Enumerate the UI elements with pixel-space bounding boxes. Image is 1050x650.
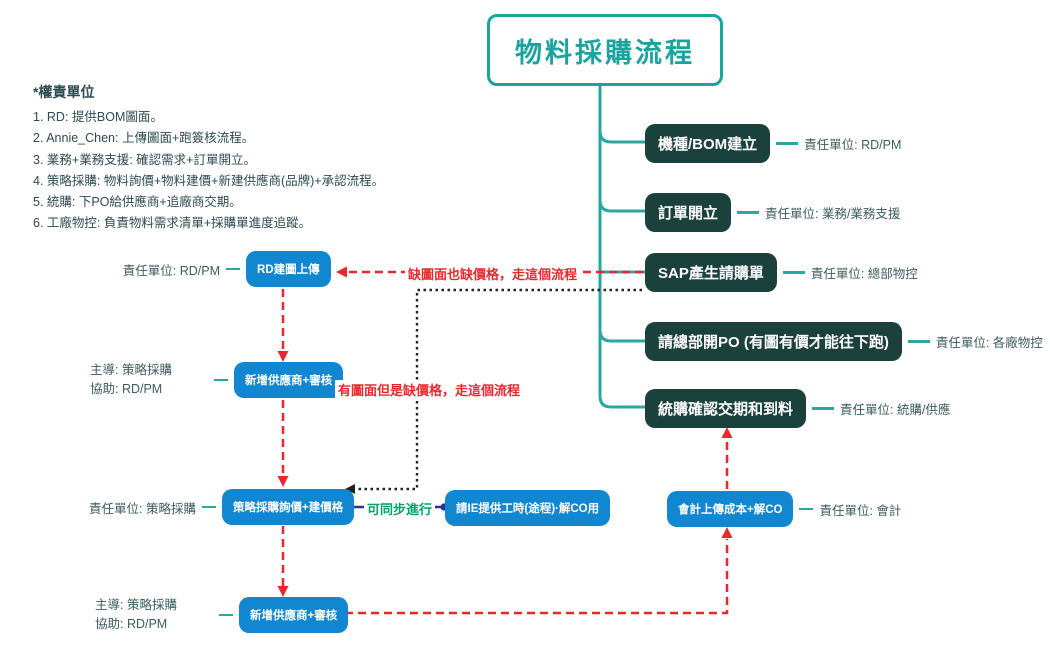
black-arrowhead-left: [345, 484, 355, 494]
red-arrowhead-up-1: [721, 527, 733, 538]
legend-heading: *權責單位: [33, 84, 95, 100]
red-arrowhead-down-3: [277, 586, 289, 597]
label-connector-line: [776, 142, 799, 145]
flow-node-add-supplier-1: 主導: 策略採購 協助: RD/PM 新增供應商+審核: [90, 361, 344, 399]
flow-node-order: 訂單開立 責任單位: 業務/業務支援: [645, 193, 900, 232]
flow-node-po: 請總部開PO (有圖有價才能往下跑) 責任單位: 各廠物控: [645, 322, 1043, 361]
flow-node-bom-label: 機種/BOM建立: [645, 124, 771, 163]
owner-label: 責任單位: RD/PM: [804, 138, 902, 152]
owner-label: 責任單位: 會計: [819, 503, 902, 518]
owner-label-line2: 協助: RD/PM: [90, 382, 163, 396]
label-connector-line: [214, 378, 228, 382]
label-connector-line: [812, 407, 835, 410]
owner-label: 責任單位: RD/PM: [122, 263, 220, 278]
flow-node-sourcing-price: 責任單位: 策略採購 策略採購詢價+建價格: [84, 489, 355, 525]
owner-label: 責任單位: 策略採購: [89, 501, 196, 516]
annotation-no-drawing-no-price: 缺圖面也缺價格，走這個流程: [405, 264, 581, 283]
legend-item: 3. 業務+業務支援: 確認需求+訂單開立。: [33, 152, 256, 167]
label-connector-line: [799, 507, 814, 511]
diagram-title-box: 物料採購流程: [487, 14, 723, 86]
owner-label: 責任單位: 各廠物控: [935, 336, 1043, 350]
flow-node-add-supplier-2: 主導: 策略採購 協助: RD/PM 新增供應商+審核: [95, 596, 349, 634]
spine-line: [598, 81, 649, 409]
owner-label-line1: 主導: 策略採購: [90, 363, 172, 377]
flow-node-sap-label: SAP產生請購單: [645, 253, 777, 292]
flow-node-delivery-label: 統購確認交期和到料: [645, 389, 807, 428]
owner-label-line2: 協助: RD/PM: [95, 617, 168, 631]
owner-label: 責任單位: 業務/業務支援: [765, 207, 901, 221]
flow-node-order-label: 訂單開立: [645, 193, 732, 232]
label-connector-line: [219, 613, 233, 617]
label-connector-line: [226, 267, 240, 271]
red-arrowhead-down-1: [277, 351, 289, 362]
flow-node-rd-upload-label: RD建圖上傳: [246, 251, 331, 287]
label-connector-line: [202, 505, 216, 509]
red-arrowhead-left: [336, 266, 347, 278]
label-connector-line: [782, 271, 805, 274]
owner-label: 主導: 策略採購 協助: RD/PM: [95, 596, 213, 634]
flow-node-sourcing-price-label: 策略採購詢價+建價格: [222, 489, 355, 525]
owner-label: 責任單位: 統購/供應: [840, 403, 951, 417]
legend-item: 1. RD: 提供BOM圖面。: [33, 110, 163, 124]
legend-item: 4. 策略採購: 物料詢價+物料建價+新建供應商(品牌)+承認流程。: [33, 173, 385, 188]
annotation-parallel: 可同步進行: [364, 499, 436, 518]
annotation-drawing-no-price: 有圖面但是缺價格，走這個流程: [335, 380, 524, 399]
owner-label-line1: 主導: 策略採購: [95, 598, 177, 612]
legend-item: 2. Annie_Chen: 上傳圖面+跑簽核流程。: [33, 131, 255, 146]
flow-node-ie-hours: 請IE提供工時(途程)·解CO用: [445, 490, 611, 526]
flow-node-rd-upload: 責任單位: RD/PM RD建圖上傳: [108, 251, 331, 287]
flow-node-accounting-label: 會計上傳成本+解CO: [667, 491, 794, 527]
flow-node-delivery: 統購確認交期和到料 責任單位: 統購/供應: [645, 389, 950, 428]
flow-node-ie-hours-label: 請IE提供工時(途程)·解CO用: [445, 490, 611, 526]
branch-bom: [598, 129, 649, 144]
diagram-title: 物料採購流程: [515, 37, 695, 68]
red-arrowhead-down-2: [277, 476, 289, 487]
flow-node-po-label: 請總部開PO (有圖有價才能往下跑): [645, 322, 902, 361]
legend-item: 6. 工廠物控: 負責物料需求清單+採購單進度追蹤。: [33, 216, 312, 231]
red-line-bottom-to-accounting: [345, 539, 729, 615]
label-connector-line: [737, 211, 760, 214]
flow-node-add-supplier-1-label: 新增供應商+審核: [234, 362, 344, 398]
label-connector-line: [907, 340, 930, 343]
legend: *權責單位 1. RD: 提供BOM圖面。 2. Annie_Chen: 上傳圖…: [33, 82, 384, 235]
flow-node-accounting: 會計上傳成本+解CO 責任單位: 會計: [667, 491, 901, 527]
branch-order: [598, 198, 649, 213]
flow-node-bom: 機種/BOM建立 責任單位: RD/PM: [645, 124, 901, 163]
branch-po: [598, 328, 649, 343]
flow-node-sap: SAP產生請購單 責任單位: 總部物控: [645, 253, 918, 292]
red-arrowhead-up-2: [721, 427, 733, 438]
legend-item: 5. 統購: 下PO給供應商+追廠商交期。: [33, 195, 242, 210]
owner-label: 主導: 策略採購 協助: RD/PM: [90, 361, 208, 399]
owner-label: 責任單位: 總部物控: [810, 267, 918, 281]
flow-node-add-supplier-2-label: 新增供應商+審核: [239, 597, 349, 633]
